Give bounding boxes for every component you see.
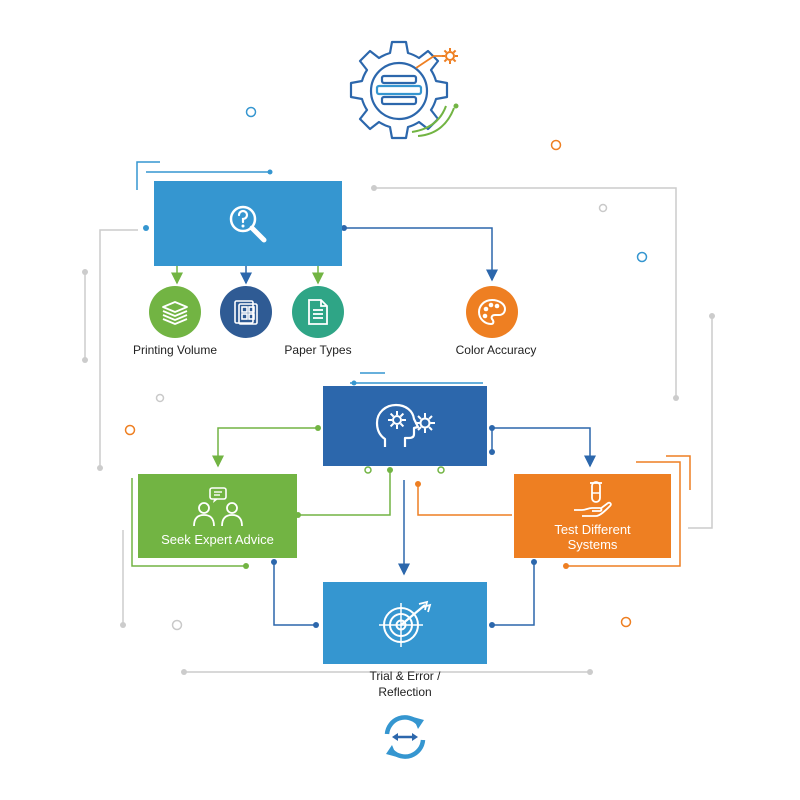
thinking-to-expert-line <box>212 427 391 516</box>
document-icon <box>292 286 344 338</box>
cycle-arrows-icon <box>378 712 432 762</box>
head-with-gears-icon <box>375 403 435 447</box>
people-chat-icon <box>192 486 243 526</box>
bracket-top-left <box>136 161 270 190</box>
thinking-to-test-line <box>491 427 596 468</box>
seek-expert-advice-label: Seek Expert Advice <box>161 531 274 547</box>
seek-expert-advice-box: Seek Expert Advice <box>138 474 297 558</box>
decorative-rings <box>124 106 648 631</box>
palette-icon <box>466 286 518 338</box>
hand-test-tube-icon <box>573 481 612 517</box>
thinking-to-test-orange-line <box>417 484 512 516</box>
bracket-thinking <box>350 372 483 384</box>
paper-types-label: Paper Types <box>284 343 352 357</box>
expert-to-trial-line <box>273 562 316 626</box>
printing-volume-icon <box>149 286 201 338</box>
color-accuracy-label: Color Accuracy <box>455 343 537 357</box>
thinking-box <box>323 386 487 466</box>
document-grid-icon <box>220 286 272 338</box>
bracket-test <box>566 455 691 567</box>
bracket-expert <box>131 478 246 567</box>
test-to-trial-line <box>492 562 535 626</box>
test-different-systems-box: Test Different Systems <box>514 474 671 558</box>
background-frame-lines <box>84 187 713 673</box>
research-to-factors-lines <box>171 227 498 285</box>
trial-box <box>323 582 487 664</box>
header-gear-icon <box>338 36 468 146</box>
trial-error-reflection-label: Trial & Error / Reflection <box>369 669 441 699</box>
target-arrow-icon <box>379 600 432 647</box>
printing-volume-label: Printing Volume <box>132 343 218 357</box>
test-different-systems-label: Test Different Systems <box>554 522 631 552</box>
research-box <box>154 181 342 266</box>
magnifier-question-icon <box>229 205 267 242</box>
background-frame-dots <box>82 185 715 675</box>
